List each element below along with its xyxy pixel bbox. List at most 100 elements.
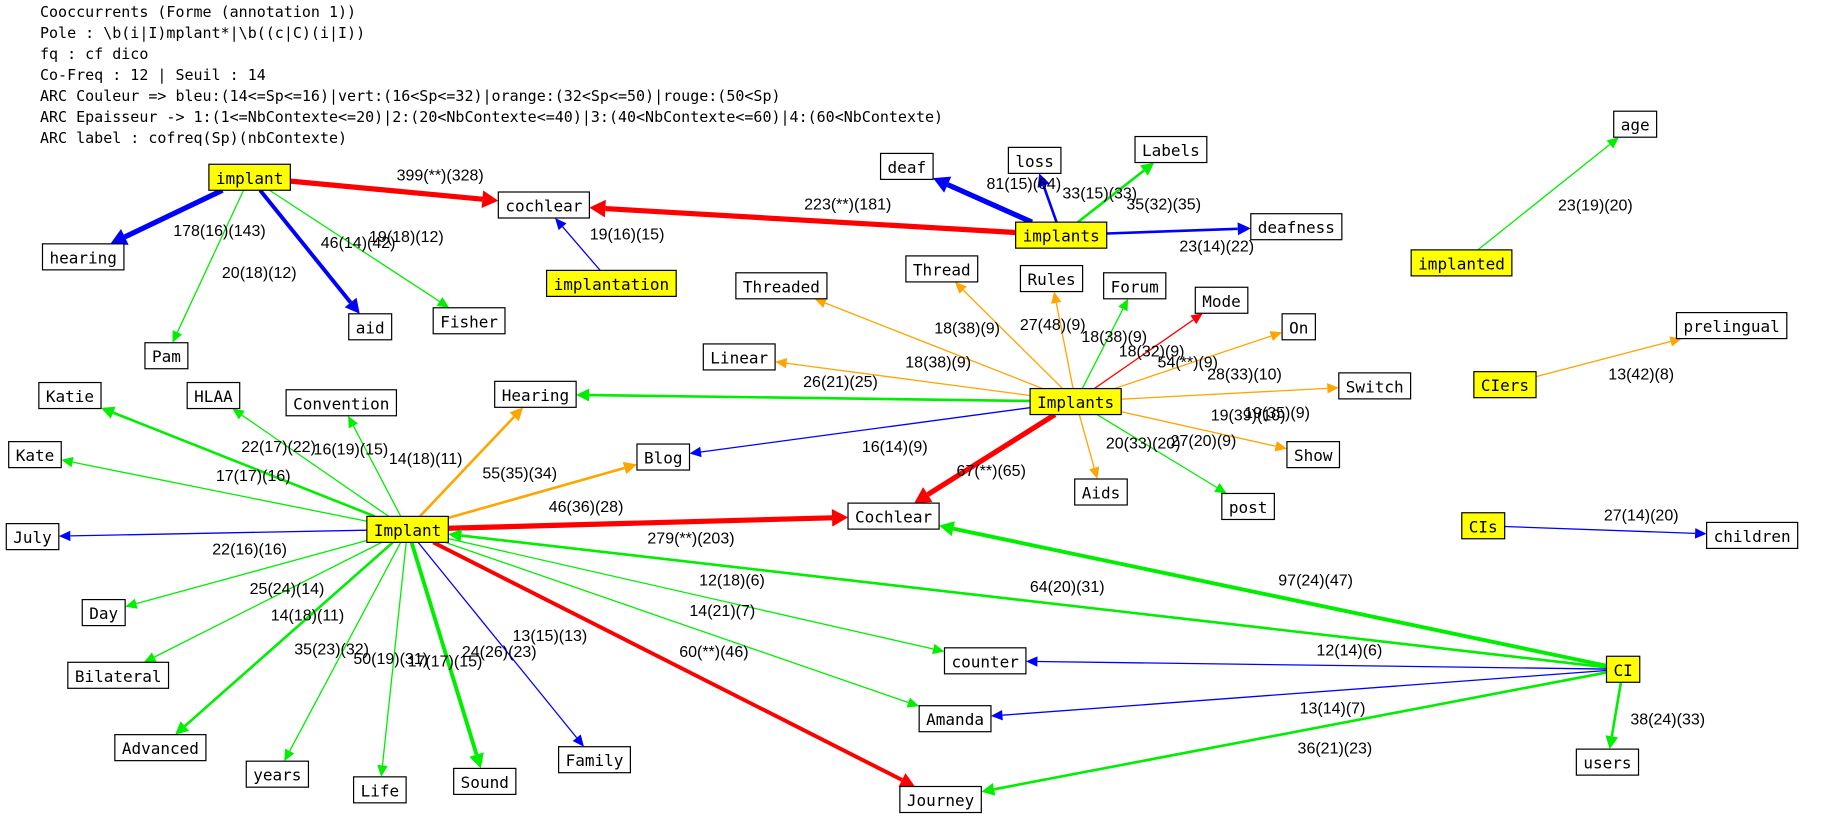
edge-Implant-years (289, 542, 402, 752)
node-box (1194, 286, 1249, 314)
edge-label: 19(16)(15) (590, 227, 665, 244)
edge-ci-cochlear_uc (952, 526, 1607, 668)
arrowhead (814, 298, 828, 308)
edge-Implant-journey (432, 540, 903, 782)
node-fisher: Fisher (432, 307, 506, 335)
edge-label: 279(**)(203) (647, 531, 734, 548)
edge-Implants-thread (962, 289, 1063, 390)
header-arc-label-line: ARC label : cofreq(Sp)(nbContexte) (40, 129, 348, 147)
edge-label: 54(**)(9) (1158, 354, 1218, 371)
arrowhead (898, 773, 915, 787)
node-cochlear-lc: cochlear (497, 191, 590, 219)
node-label: Bilateral (75, 667, 162, 686)
arrowhead (1606, 137, 1619, 149)
edge-label: 17(17)(15) (408, 654, 483, 671)
arrowhead (469, 752, 484, 769)
node-implanted: implanted (1410, 249, 1513, 277)
node-box (1461, 512, 1506, 540)
node-label: On (1289, 318, 1308, 337)
arrowhead (939, 521, 955, 537)
edge-label: 12(14)(6) (1316, 643, 1382, 660)
node-box (494, 380, 577, 408)
node-on: On (1281, 313, 1316, 341)
edge-Implants-threaded (824, 302, 1043, 390)
node-box (5, 523, 60, 551)
node-implants: implants (1015, 221, 1108, 249)
node-box (1473, 371, 1537, 399)
arrowhead (1694, 528, 1707, 539)
edge-label: 23(14)(22) (1179, 239, 1254, 256)
edge-label: 33(15)(33) (1062, 186, 1137, 203)
node-box (847, 502, 940, 530)
node-children: children (1706, 521, 1799, 550)
edge-label: 23(19)(20) (1558, 198, 1633, 215)
edge-implant-fisher (269, 189, 440, 303)
node-label: Pam (152, 347, 181, 366)
node-box (41, 243, 125, 271)
node-box (1281, 313, 1316, 341)
edge-Implant-day (136, 539, 368, 605)
node-label: Implants (1037, 393, 1114, 412)
node-label: loss (1015, 152, 1054, 171)
arrowhead (775, 358, 788, 369)
node-box (1338, 372, 1412, 400)
edge-Implant-bilateral (153, 541, 383, 658)
edge-Implants-blog (700, 407, 1031, 453)
edge-ci-journey (993, 671, 1607, 791)
node-label: Kate (16, 446, 55, 465)
edge-Implant-family (417, 541, 578, 739)
arrowhead (572, 734, 584, 747)
arrowhead (831, 509, 849, 527)
edge-label: 13(15)(13) (513, 628, 588, 645)
arrowhead (1327, 383, 1339, 394)
edge-label: 14(18)(11) (389, 451, 463, 468)
edge-ci-amanda (1002, 669, 1607, 716)
edge-Implants-switch (1121, 387, 1328, 400)
node-amanda: Amanda (918, 705, 992, 733)
header-title-line: Cooccurrents (Forme (annotation 1)) (40, 3, 357, 21)
node-label: Blog (644, 449, 683, 468)
node-katie: Katie (38, 381, 102, 410)
node-box (879, 152, 934, 181)
edge-label: 16(19)(15) (314, 441, 389, 458)
edge-label: 28(33)(10) (1207, 367, 1282, 384)
edge-Implants-rules (1055, 302, 1074, 389)
node-box (144, 342, 189, 370)
arrowhead (622, 461, 637, 475)
node-label: Hearing (502, 386, 569, 405)
header-fq-line: fq : cf dico (40, 45, 149, 63)
node-label: Rules (1027, 270, 1075, 289)
node-label: Sound (461, 773, 509, 792)
node-hearing-uc: Hearing (494, 380, 577, 408)
node-box (8, 441, 62, 469)
edge-label: 18(38)(9) (905, 354, 971, 371)
node-label: HLAA (194, 387, 233, 406)
edge-label: 55(35)(34) (482, 465, 557, 482)
edge-label: 13(14)(7) (1300, 701, 1366, 718)
edge-implants-deaf (946, 182, 1034, 225)
edge-label: 14(21)(7) (689, 603, 755, 620)
edge-label: 36(21)(23) (1298, 740, 1373, 757)
node-sound: Sound (453, 767, 517, 796)
edge-label: 67(**)(65) (957, 463, 1026, 480)
edge-labels: 399(**)(328)178(16)(143)20(18)(12)46(14)… (173, 168, 1705, 758)
edge-label: 14(18)(11) (271, 608, 345, 625)
edge-lines (58, 137, 1707, 796)
node-box (1286, 441, 1341, 469)
edge-Implants-on (1114, 335, 1272, 390)
node-label: deafness (1258, 218, 1335, 237)
node-label: Cochlear (855, 508, 932, 527)
node-label: CIers (1481, 376, 1529, 395)
arrowhead (1605, 735, 1619, 750)
node-label: Thread (913, 260, 971, 279)
node-label: years (253, 766, 301, 785)
edge-implants-loss (1042, 185, 1058, 223)
arrowhead (61, 457, 74, 468)
node-linear: Linear (702, 343, 776, 371)
node-box (1103, 272, 1167, 300)
node-label: CIs (1469, 517, 1498, 536)
node-age: age (1613, 110, 1658, 138)
arrowhead (175, 721, 190, 735)
node-kate: Kate (8, 441, 62, 469)
edge-Implant-sound (409, 541, 479, 756)
